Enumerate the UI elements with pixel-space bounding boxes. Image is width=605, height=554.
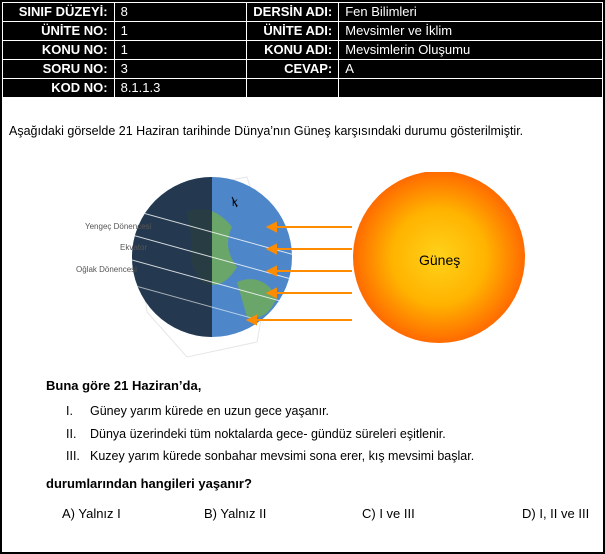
statement-number: III.	[66, 449, 80, 463]
earth-sun-figure: K Yengeç Dönencesi Ekvator Oğlak Dönence…	[76, 172, 525, 358]
sun	[353, 172, 525, 343]
sun-rays	[245, 221, 352, 326]
tropic-cancer-label: Yengeç Dönencesi	[85, 222, 152, 231]
meta-row: SORU NO: 3 CEVAP: A	[2, 59, 603, 79]
earth	[132, 177, 292, 337]
meta-empty	[338, 78, 603, 98]
equator-label: Ekvator	[120, 243, 147, 252]
statement-text: Dünya üzerindeki tüm noktalarda gece- gü…	[90, 427, 446, 441]
meta-label: CEVAP:	[246, 59, 340, 79]
option-c[interactable]: C) I ve III	[362, 506, 415, 521]
meta-label: KONU NO:	[2, 40, 115, 60]
meta-value: Mevsimlerin Oluşumu	[338, 40, 603, 60]
question-text: Aşağıdaki görselde 21 Haziran tarihinde …	[9, 124, 524, 138]
statement-item: II. Dünya üzerindeki tüm noktalarda gece-…	[66, 427, 446, 441]
meta-value: 8.1.1.3	[113, 78, 248, 98]
meta-value: 1	[113, 21, 248, 41]
sun-label: Güneş	[419, 252, 460, 268]
question-stem: Buna göre 21 Haziran’da,	[46, 378, 202, 393]
meta-label: KOD NO:	[2, 78, 115, 98]
meta-label: SORU NO:	[2, 59, 115, 79]
meta-value: 3	[113, 59, 248, 79]
meta-label: KONU ADI:	[246, 40, 340, 60]
earth-axis	[231, 196, 238, 208]
meta-row: ÜNİTE NO: 1 ÜNİTE ADI: Mevsimler ve İkli…	[2, 21, 603, 41]
tropic-capricorn-label: Oğlak Dönencesi	[76, 265, 137, 274]
meta-value: 1	[113, 40, 248, 60]
statement-text: Kuzey yarım kürede sonbahar mevsimi sona…	[90, 449, 475, 463]
statement-item: III. Kuzey yarım kürede sonbahar mevsimi …	[66, 449, 474, 463]
meta-label: ÜNİTE ADI:	[246, 21, 340, 41]
meta-label: SINIF DÜZEYİ:	[2, 2, 115, 22]
meta-row: KOD NO: 8.1.1.3	[2, 78, 603, 98]
axis-label: K	[232, 198, 238, 208]
meta-value: 8	[113, 2, 248, 22]
statement-text: Güney yarım kürede en uzun gece yaşanır.	[90, 404, 330, 418]
option-a[interactable]: A) Yalnız I	[62, 506, 121, 521]
meta-label: DERSİN ADI:	[246, 2, 340, 22]
option-b[interactable]: B) Yalnız II	[204, 506, 267, 521]
statement-number: I.	[66, 404, 73, 418]
meta-value: Mevsimler ve İklim	[338, 21, 603, 41]
meta-table: SINIF DÜZEYİ: 8 DERSİN ADI: Fen Bilimler…	[2, 2, 603, 98]
meta-label: ÜNİTE NO:	[2, 21, 115, 41]
meta-value: Fen Bilimleri	[338, 2, 603, 22]
meta-value: A	[338, 59, 603, 79]
meta-row: SINIF DÜZEYİ: 8 DERSİN ADI: Fen Bilimler…	[2, 2, 603, 22]
question-ask: durumlarından hangileri yaşanır?	[46, 476, 252, 491]
statement-number: II.	[66, 427, 77, 441]
meta-row: KONU NO: 1 KONU ADI: Mevsimlerin Oluşumu	[2, 40, 603, 60]
meta-empty	[246, 78, 340, 98]
option-d[interactable]: D) I, II ve III	[522, 506, 590, 521]
statement-item: I. Güney yarım kürede en uzun gece yaşanı…	[66, 404, 329, 418]
